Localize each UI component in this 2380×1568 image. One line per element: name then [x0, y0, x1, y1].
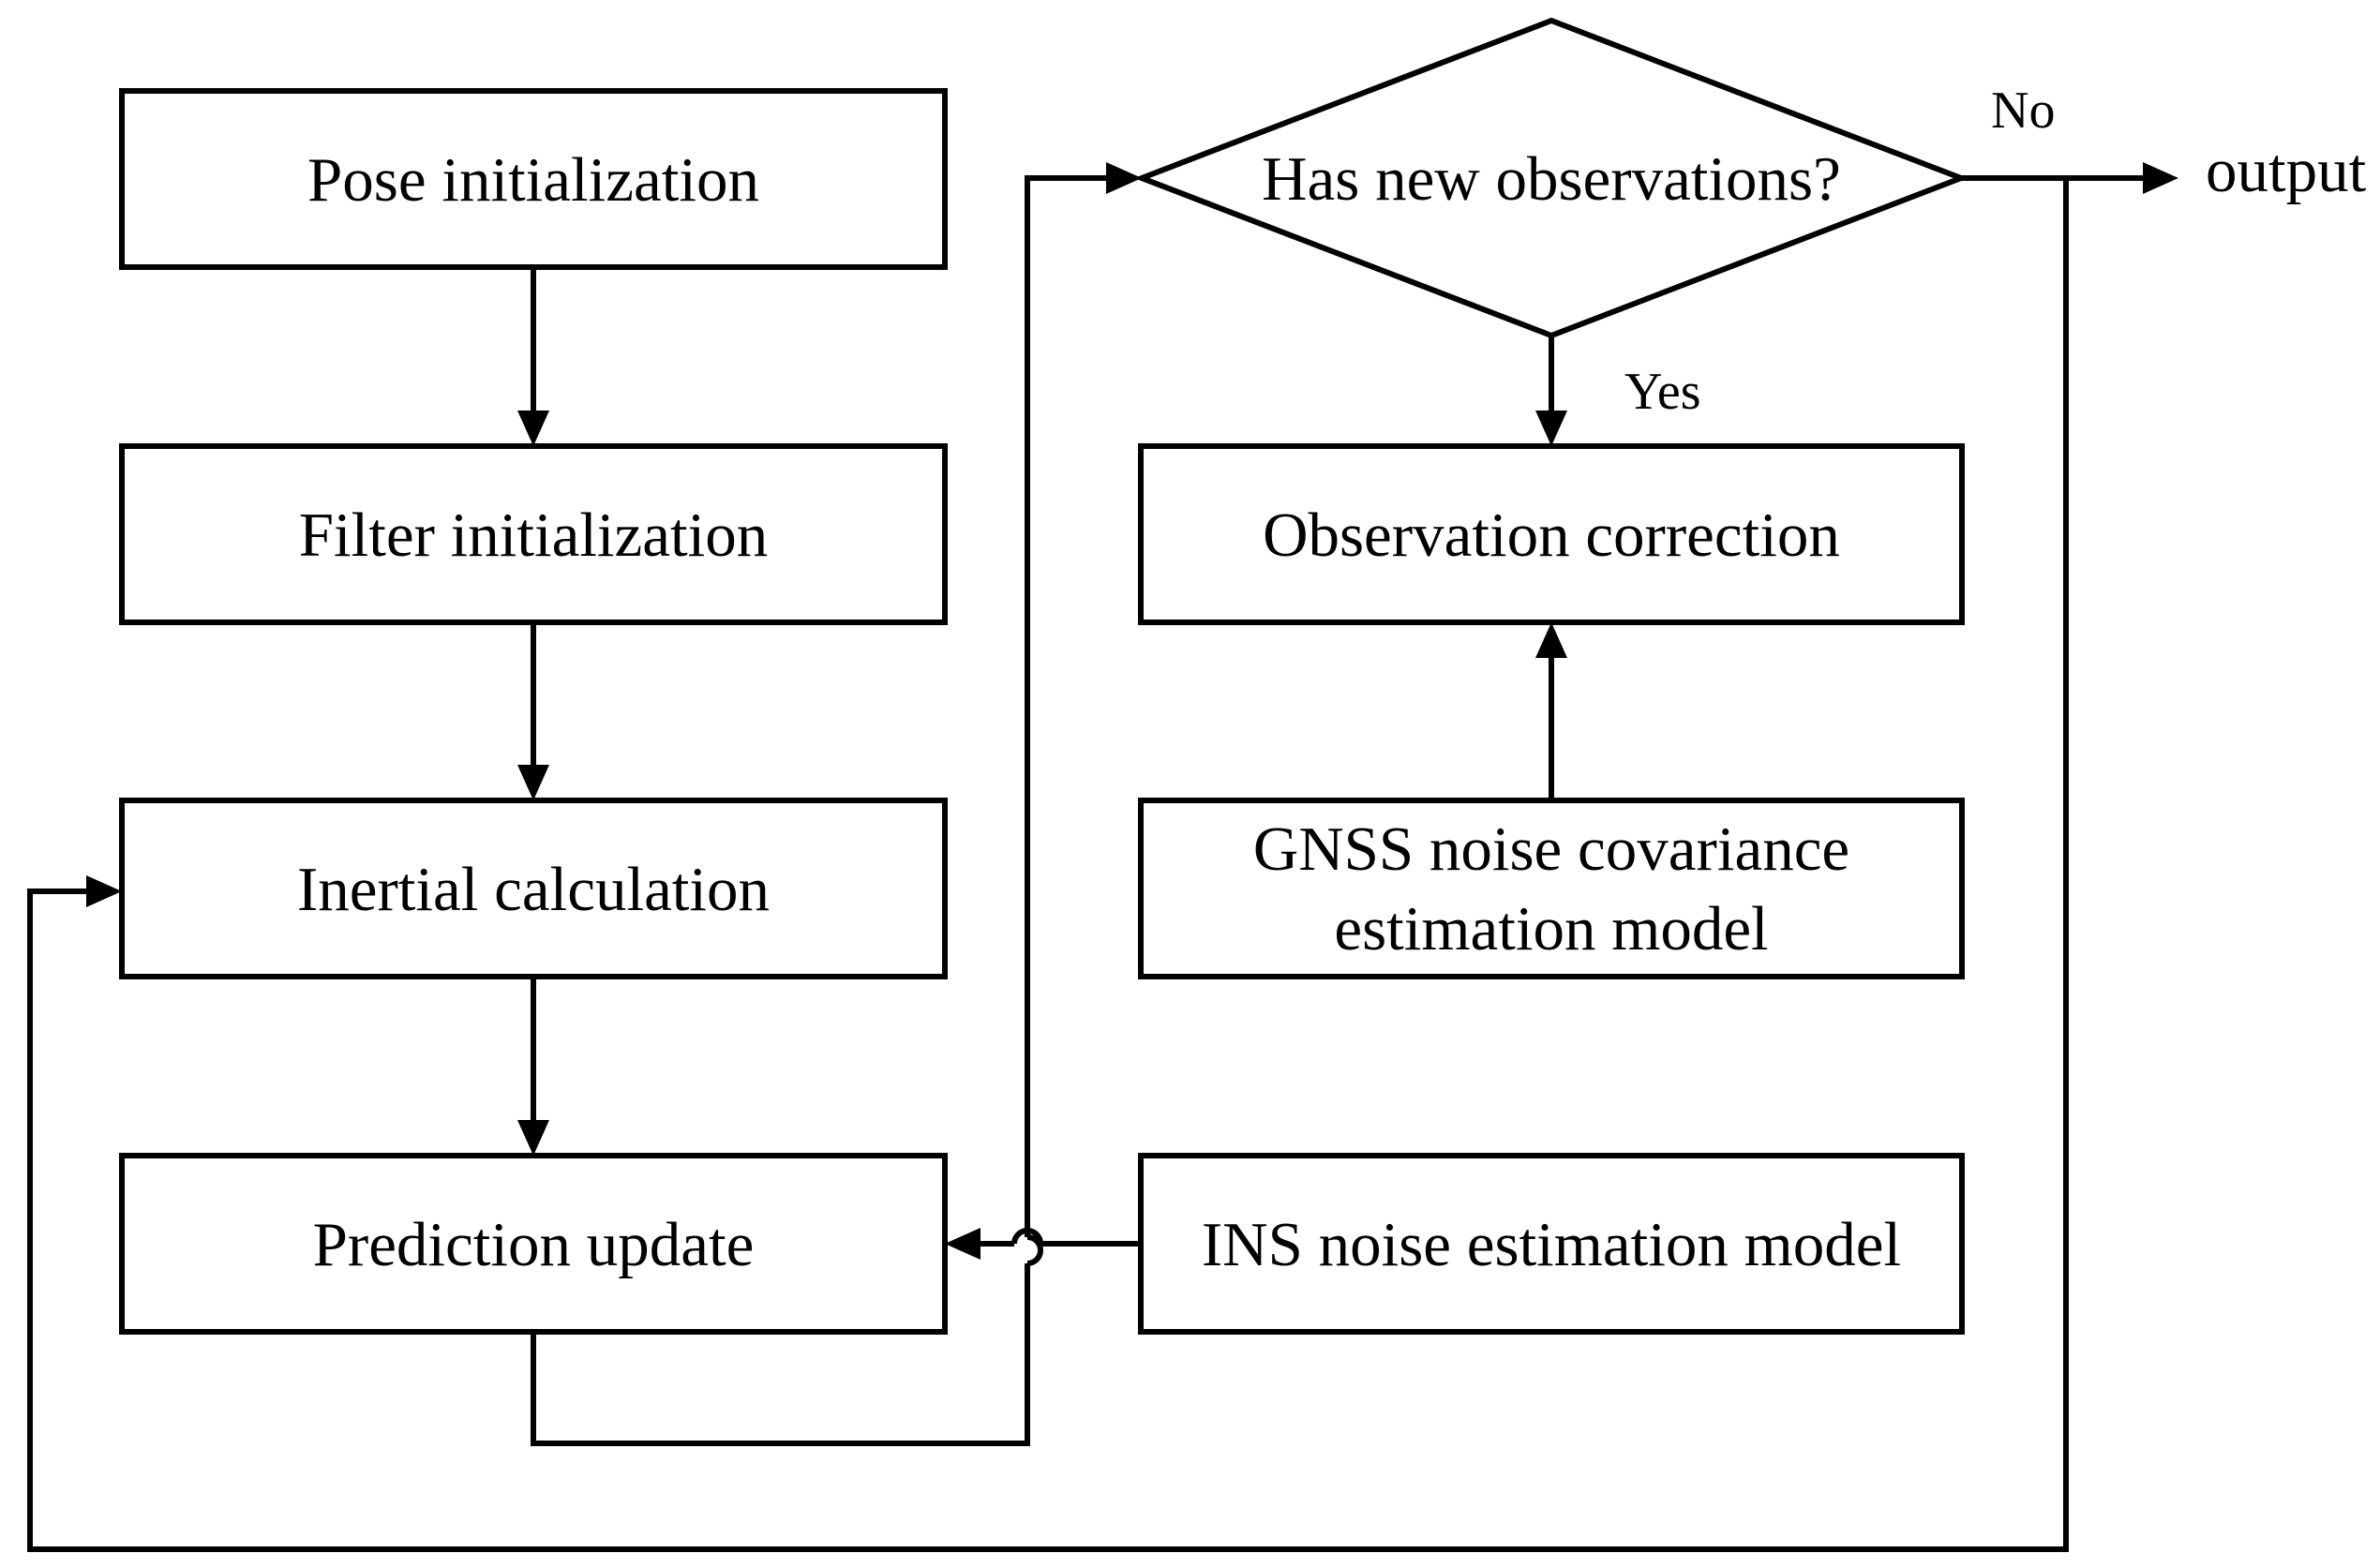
- prediction-update-label: Prediction update: [313, 1210, 755, 1279]
- arrow-pose-to-filter: [517, 267, 549, 446]
- decision-label: Has new observations?: [1262, 144, 1841, 214]
- pose-initialization-node: Pose initialization: [119, 88, 948, 270]
- pose-initialization-label: Pose initialization: [307, 145, 759, 215]
- gnss-noise-model-label-line1: GNSS noise covariance: [1253, 814, 1849, 884]
- arrow-feedback-loop: [27, 178, 2069, 1552]
- inertial-calculation-node: Inertial calculation: [119, 798, 948, 979]
- no-label: No: [1991, 82, 2055, 140]
- ins-noise-model-node: INS noise estimation model: [1138, 1153, 1965, 1335]
- gnss-noise-model-node: GNSS noise covariance estimation model: [1138, 798, 1965, 979]
- filter-initialization-node: Filter initialization: [119, 443, 948, 625]
- arrow-ins-to-prediction: [945, 1228, 1141, 1260]
- observation-correction-node: Observation correction: [1138, 443, 1965, 625]
- observation-correction-label: Observation correction: [1263, 500, 1840, 570]
- inertial-calculation-label: Inertial calculation: [297, 855, 770, 924]
- prediction-update-node: Prediction update: [119, 1153, 948, 1335]
- gnss-noise-model-label-line2: estimation model: [1334, 894, 1768, 963]
- arrow-inertial-to-prediction: [517, 977, 549, 1156]
- arrow-decision-to-correction: [1535, 336, 1567, 446]
- decision-node: Has new observations?: [1133, 17, 1969, 339]
- arrow-decision-to-output: [1961, 162, 2178, 194]
- filter-initialization-label: Filter initialization: [299, 500, 769, 570]
- output-label: output: [2206, 136, 2367, 205]
- arrow-gnss-to-correction: [1535, 622, 1567, 800]
- arrow-filter-to-inertial: [517, 622, 549, 800]
- arrow-prediction-to-decision: [531, 162, 1142, 1446]
- yes-label: Yes: [1624, 363, 1700, 421]
- ins-noise-model-label: INS noise estimation model: [1202, 1210, 1901, 1279]
